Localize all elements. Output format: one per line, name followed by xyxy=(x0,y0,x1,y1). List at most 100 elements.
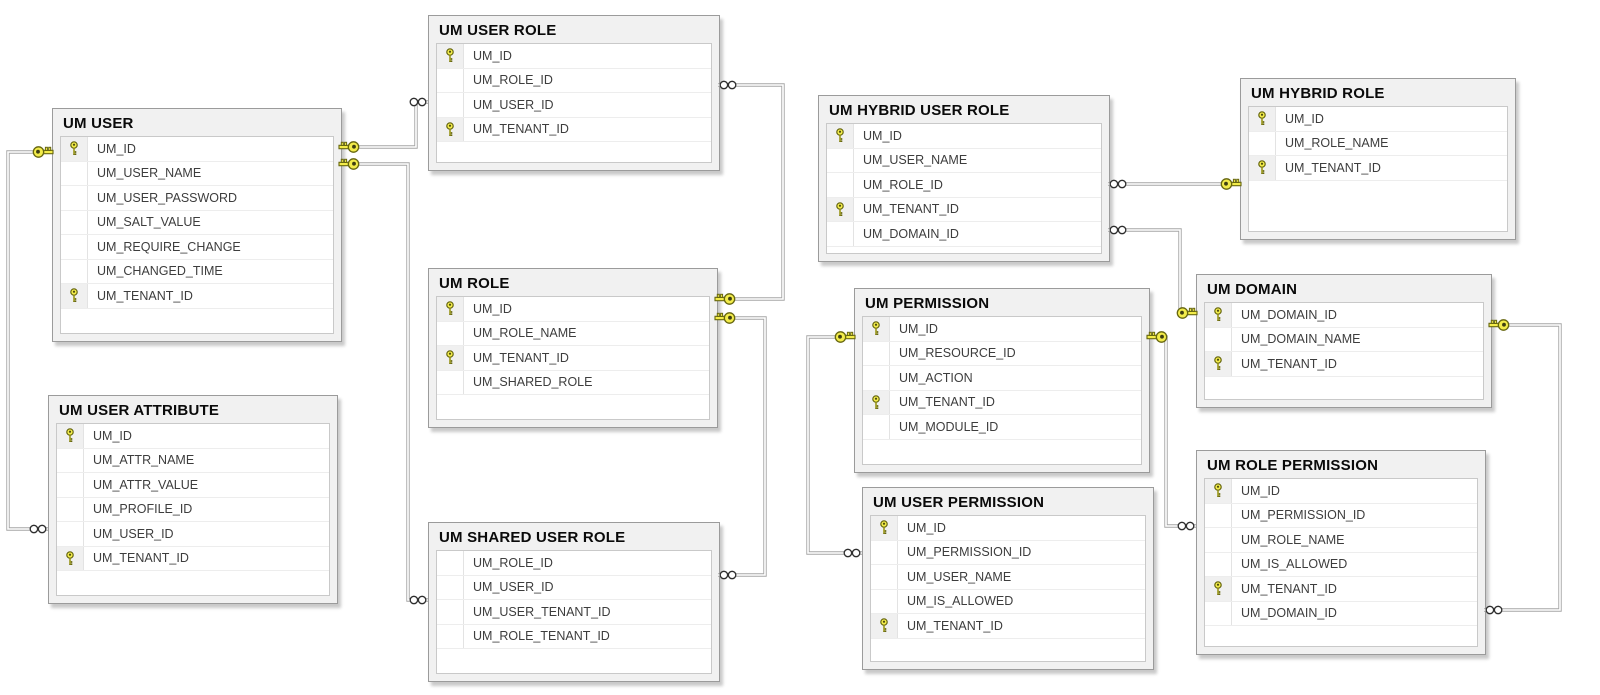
column-row[interactable]: UM_USER_NAME xyxy=(827,148,1101,173)
primary-key-icon xyxy=(437,117,464,141)
relationship-line-core xyxy=(716,317,766,576)
column-name: UM_ID xyxy=(97,141,136,156)
column-row[interactable]: UM_TENANT_ID xyxy=(1205,352,1483,377)
relationship-line[interactable] xyxy=(340,162,428,602)
column-row[interactable]: UM_DOMAIN_NAME xyxy=(1205,327,1483,352)
column-row[interactable]: UM_ROLE_NAME xyxy=(1205,528,1477,553)
column-row[interactable]: UM_MODULE_ID xyxy=(863,415,1141,440)
one-side-key-icon xyxy=(1176,307,1198,319)
column-row[interactable]: UM_TENANT_ID xyxy=(863,390,1141,415)
one-side-key-icon xyxy=(32,146,54,158)
column-row[interactable]: UM_ACTION xyxy=(863,366,1141,391)
relationship-line[interactable] xyxy=(6,150,52,531)
column-row[interactable]: UM_USER_PASSWORD xyxy=(61,186,333,211)
column-row[interactable]: UM_SALT_VALUE xyxy=(61,210,333,235)
column-row[interactable]: UM_CHANGED_TIME xyxy=(61,259,333,284)
column-row[interactable]: UM_ATTR_VALUE xyxy=(57,473,329,498)
primary-key-icon xyxy=(437,44,464,68)
relationship-um-user__um-shared-user-role xyxy=(338,158,428,605)
column-row[interactable]: UM_ID xyxy=(1205,479,1477,504)
row-selector-cell xyxy=(827,173,854,197)
column-row[interactable]: UM_USER_TENANT_ID xyxy=(437,600,711,625)
column-row[interactable]: UM_USER_ID xyxy=(437,93,711,118)
key-glyph xyxy=(446,301,454,316)
column-row[interactable]: UM_SHARED_ROLE xyxy=(437,370,709,395)
column-row[interactable]: UM_ID xyxy=(827,124,1101,149)
column-row[interactable]: UM_ID xyxy=(57,424,329,449)
column-name: UM_REQUIRE_CHANGE xyxy=(97,239,241,254)
row-selector-cell xyxy=(863,415,890,439)
column-name: UM_IS_ALLOWED xyxy=(1241,557,1348,572)
column-row[interactable]: UM_TENANT_ID xyxy=(437,346,709,371)
relationship-line[interactable] xyxy=(1484,323,1562,612)
relationship-um-user__um-user-role xyxy=(338,97,428,153)
column-row[interactable]: UM_ID xyxy=(863,317,1141,342)
column-row[interactable]: UM_ROLE_NAME xyxy=(437,321,709,346)
column-row[interactable]: UM_ROLE_ID xyxy=(437,551,711,576)
relationship-line[interactable] xyxy=(340,100,428,149)
primary-key-icon xyxy=(827,124,854,148)
primary-key-icon xyxy=(437,346,464,370)
relationship-line[interactable] xyxy=(716,83,785,301)
column-name: UM_ID xyxy=(907,520,946,535)
column-row[interactable]: UM_TENANT_ID xyxy=(61,284,333,309)
column-row[interactable]: UM_TENANT_ID xyxy=(827,197,1101,222)
column-row[interactable]: UM_PROFILE_ID xyxy=(57,497,329,522)
column-row[interactable]: UM_IS_ALLOWED xyxy=(1205,552,1477,577)
column-row[interactable]: UM_TENANT_ID xyxy=(1205,577,1477,602)
column-row[interactable]: UM_ID xyxy=(1249,107,1507,132)
column-row[interactable]: UM_USER_NAME xyxy=(61,161,333,186)
row-selector-cell xyxy=(863,341,890,365)
primary-key-icon xyxy=(827,197,854,221)
column-row[interactable]: UM_ATTR_NAME xyxy=(57,448,329,473)
key-glyph xyxy=(446,48,454,63)
primary-key-icon xyxy=(1249,156,1276,180)
column-row[interactable]: UM_ROLE_ID xyxy=(827,173,1101,198)
column-row[interactable]: UM_ID xyxy=(437,44,711,69)
relationship-line[interactable] xyxy=(1148,335,1196,528)
table-title: UM USER ROLE xyxy=(439,22,557,39)
column-row[interactable]: UM_ID xyxy=(61,137,333,162)
column-row[interactable]: UM_USER_ID xyxy=(57,522,329,547)
row-selector-cell xyxy=(437,575,464,599)
column-name: UM_TENANT_ID xyxy=(93,551,189,566)
column-row[interactable]: UM_ROLE_NAME xyxy=(1249,131,1507,156)
table-title: UM HYBRID ROLE xyxy=(1251,85,1385,102)
column-row[interactable]: UM_ID xyxy=(437,297,709,322)
column-row[interactable]: UM_USER_ID xyxy=(437,575,711,600)
column-row[interactable]: UM_REQUIRE_CHANGE xyxy=(61,235,333,260)
column-row[interactable]: UM_ROLE_TENANT_ID xyxy=(437,624,711,649)
column-row[interactable]: UM_ROLE_ID xyxy=(437,68,711,93)
column-row[interactable]: UM_RESOURCE_ID xyxy=(863,341,1141,366)
column-row[interactable]: UM_IS_ALLOWED xyxy=(871,589,1145,614)
column-name: UM_IS_ALLOWED xyxy=(907,594,1014,609)
column-row[interactable]: UM_TENANT_ID xyxy=(437,117,711,142)
column-row[interactable]: UM_ID xyxy=(871,516,1145,541)
column-row[interactable]: UM_DOMAIN_ID xyxy=(1205,601,1477,626)
column-row[interactable]: UM_TENANT_ID xyxy=(57,546,329,571)
row-selector-cell xyxy=(871,589,898,613)
column-row[interactable]: UM_TENANT_ID xyxy=(1249,156,1507,181)
column-row[interactable]: UM_DOMAIN_ID xyxy=(1205,303,1483,328)
column-row[interactable]: UM_USER_NAME xyxy=(871,565,1145,590)
column-row[interactable]: UM_PERMISSION_ID xyxy=(1205,503,1477,528)
relationship-um-role__um-user-role xyxy=(714,80,785,305)
column-row[interactable]: UM_PERMISSION_ID xyxy=(871,540,1145,565)
relationship-line[interactable] xyxy=(716,316,767,577)
column-row[interactable]: UM_DOMAIN_ID xyxy=(827,222,1101,247)
many-side-infinity-icon xyxy=(719,80,737,90)
column-row[interactable]: UM_TENANT_ID xyxy=(871,614,1145,639)
